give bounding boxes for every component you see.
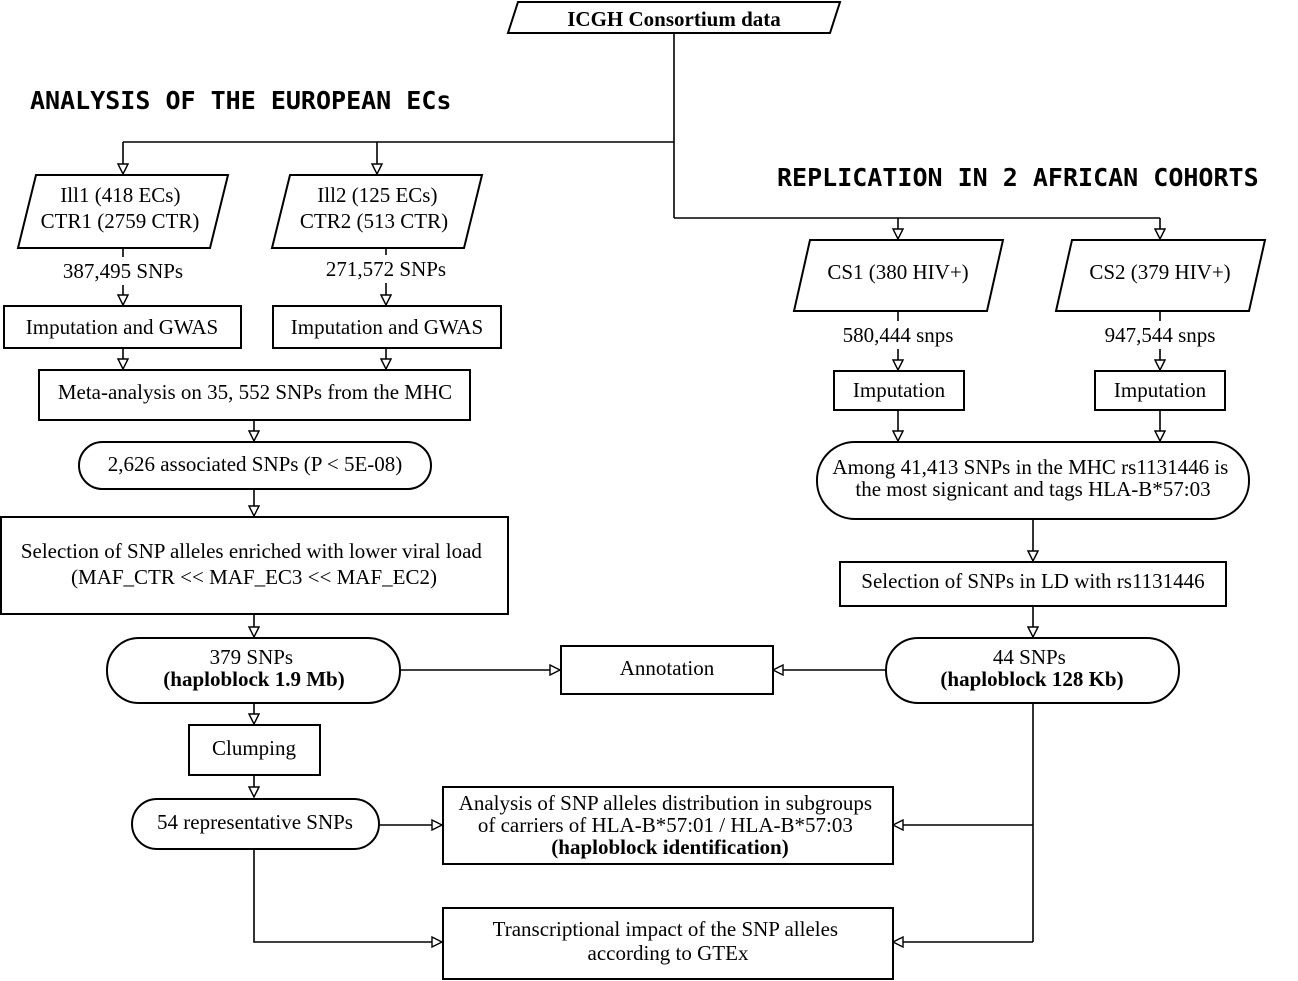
gwas1-label: Imputation and GWAS bbox=[26, 315, 218, 339]
node-cs2: CS2 (379 HIV+) bbox=[1054, 239, 1267, 312]
ill2-snp-count: 271,572 SNPs bbox=[326, 257, 446, 281]
node-imp1: Imputation bbox=[833, 370, 965, 411]
among-shape bbox=[816, 441, 1250, 520]
node-imp2: Imputation bbox=[1094, 370, 1226, 411]
node-gwas1: Imputation and GWAS bbox=[3, 305, 242, 349]
imp2-label: Imputation bbox=[1114, 378, 1207, 402]
african-replication-heading: REPLICATION IN 2 AFRICAN COHORTS bbox=[777, 163, 1259, 192]
annotation-label: Annotation bbox=[620, 656, 715, 680]
snps379-label: 379 SNPs (haploblock 1.9 Mb) bbox=[163, 645, 344, 691]
snps379-shape bbox=[106, 637, 401, 704]
rep54-shape bbox=[131, 798, 380, 850]
snps44-shape bbox=[885, 637, 1180, 704]
cs1-label: CS1 (380 HIV+) bbox=[827, 260, 968, 284]
european-analysis-heading: ANALYSIS OF THE EUROPEAN ECs bbox=[30, 86, 451, 115]
gwas2-shape bbox=[272, 305, 502, 349]
rep54-label: 54 representative SNPs bbox=[157, 810, 353, 834]
gwas2-label: Imputation and GWAS bbox=[291, 315, 483, 339]
node-analysis: Analysis of SNP alleles distribution in … bbox=[442, 786, 894, 865]
analysis-label: Analysis of SNP alleles distribution in … bbox=[459, 791, 878, 859]
imp1-shape bbox=[833, 370, 965, 411]
assoc-label: 2,626 associated SNPs (P < 5E-08) bbox=[108, 452, 403, 476]
cs1-snp-count: 580,444 snps bbox=[843, 323, 954, 347]
node-sel-ld: Selection of SNPs in LD with rs1131446 bbox=[839, 561, 1227, 607]
meta-label: Meta-analysis on 35, 552 SNPs from the M… bbox=[58, 380, 452, 404]
node-clumping: Clumping bbox=[188, 724, 321, 776]
ill1-snp-count: 387,495 SNPs bbox=[63, 259, 183, 283]
node-among: Among 41,413 SNPs in the MHC rs1131446 i… bbox=[816, 441, 1250, 520]
ill1-label: Ill1 (418 ECs) CTR1 (2759 CTR) bbox=[41, 183, 200, 233]
clumping-shape bbox=[188, 724, 321, 776]
ill2-label: Ill2 (125 ECs) CTR2 (513 CTR) bbox=[300, 183, 448, 233]
imp2-shape bbox=[1094, 370, 1226, 411]
edge-54-to-transcr bbox=[253, 849, 442, 942]
consortium-shape bbox=[506, 0, 842, 34]
annotation-shape bbox=[560, 645, 774, 695]
edges bbox=[123, 33, 1160, 942]
node-selection: Selection of SNP alleles enriched with l… bbox=[0, 516, 509, 615]
node-rep54: 54 representative SNPs bbox=[131, 798, 380, 850]
analysis-shape bbox=[442, 786, 894, 865]
node-gwas2: Imputation and GWAS bbox=[272, 305, 502, 349]
consortium-label: ICGH Consortium data bbox=[567, 7, 781, 31]
label-bg bbox=[1095, 321, 1225, 349]
node-cs1: CS1 (380 HIV+) bbox=[792, 239, 1005, 312]
node-meta: Meta-analysis on 35, 552 SNPs from the M… bbox=[38, 369, 471, 421]
label-bg bbox=[52, 257, 194, 285]
clumping-label: Clumping bbox=[212, 736, 297, 760]
selection-shape bbox=[0, 516, 509, 615]
label-bg bbox=[314, 255, 458, 283]
cs2-label: CS2 (379 HIV+) bbox=[1089, 260, 1230, 284]
ill2-shape bbox=[270, 174, 484, 249]
transcr-label: Transcriptional impact of the SNP allele… bbox=[493, 917, 844, 965]
cs2-snp-count: 947,544 snps bbox=[1105, 323, 1216, 347]
node-snps44: 44 SNPs (haploblock 128 Kb) bbox=[885, 637, 1180, 704]
transcr-shape bbox=[442, 907, 894, 980]
node-annotation: Annotation bbox=[560, 645, 774, 695]
snps44-label: 44 SNPs (haploblock 128 Kb) bbox=[940, 645, 1123, 691]
node-ill2: Ill2 (125 ECs) CTR2 (513 CTR) bbox=[270, 174, 484, 249]
node-transcr: Transcriptional impact of the SNP allele… bbox=[442, 907, 894, 980]
sel-ld-shape bbox=[839, 561, 1227, 607]
ill1-shape bbox=[16, 174, 230, 249]
gwas1-shape bbox=[3, 305, 242, 349]
selection-label: Selection of SNP alleles enriched with l… bbox=[21, 539, 487, 589]
sel-ld-label: Selection of SNPs in LD with rs1131446 bbox=[861, 569, 1204, 593]
label-bg bbox=[834, 321, 964, 349]
node-ill1: Ill1 (418 ECs) CTR1 (2759 CTR) bbox=[16, 174, 230, 249]
edge-labels: 387,495 SNPs 271,572 SNPs 580,444 snps 9… bbox=[52, 255, 1225, 349]
node-assoc: 2,626 associated SNPs (P < 5E-08) bbox=[78, 441, 432, 490]
among-label: Among 41,413 SNPs in the MHC rs1131446 i… bbox=[832, 455, 1233, 501]
node-consortium: ICGH Consortium data bbox=[506, 0, 842, 34]
assoc-shape bbox=[78, 441, 432, 490]
meta-shape bbox=[38, 369, 471, 421]
imp1-label: Imputation bbox=[853, 378, 946, 402]
cs2-shape bbox=[1054, 239, 1267, 312]
node-snps379: 379 SNPs (haploblock 1.9 Mb) bbox=[106, 637, 401, 704]
cs1-shape bbox=[792, 239, 1005, 312]
